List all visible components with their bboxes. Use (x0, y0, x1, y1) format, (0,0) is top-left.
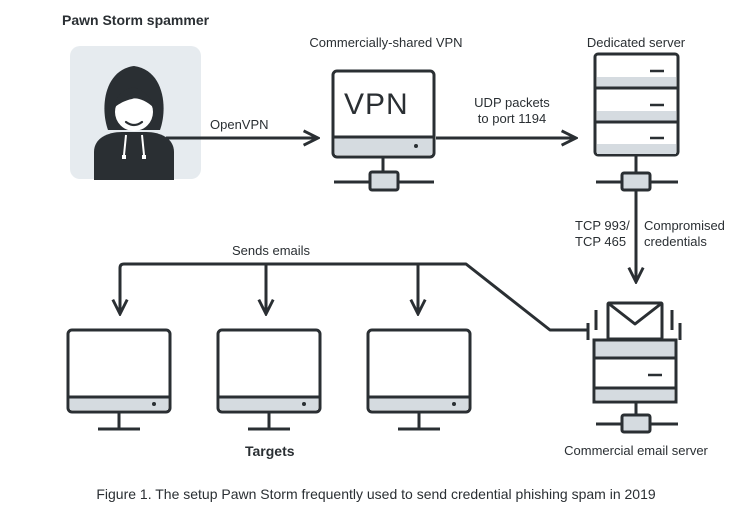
udp-label-line1: UDP packets (474, 95, 550, 110)
udp-label-line2: to port 1194 (477, 111, 547, 126)
hooded-person-icon (70, 46, 201, 180)
tcp-label-line1: TCP 993/ (575, 218, 630, 233)
vpn-monitor-icon (331, 69, 436, 192)
compromised-label-line2: credentials (644, 234, 707, 249)
vpn-title: Commercially-shared VPN (309, 35, 463, 50)
targets-title: Targets (245, 443, 295, 459)
tcp-label-line2: TCP 465 (575, 234, 627, 249)
spammer-title: Pawn Storm spammer (62, 12, 210, 28)
compromised-label-line1: Compromised (644, 218, 725, 233)
sends-emails-label: Sends emails (232, 243, 311, 258)
openvpn-label: OpenVPN (210, 117, 269, 132)
monitor-icon (66, 328, 172, 431)
figure-caption: Figure 1. The setup Pawn Storm frequentl… (96, 486, 656, 502)
email-server-title: Commercial email server (564, 443, 708, 458)
server-rack-icon (593, 52, 680, 192)
sends-emails-path (118, 262, 588, 332)
mail-server-icon (586, 301, 682, 434)
monitor-icon (216, 328, 322, 431)
monitor-icon (366, 328, 472, 431)
vpn-screen-text: VPN (344, 88, 409, 121)
dedicated-server-title: Dedicated server (586, 35, 686, 50)
